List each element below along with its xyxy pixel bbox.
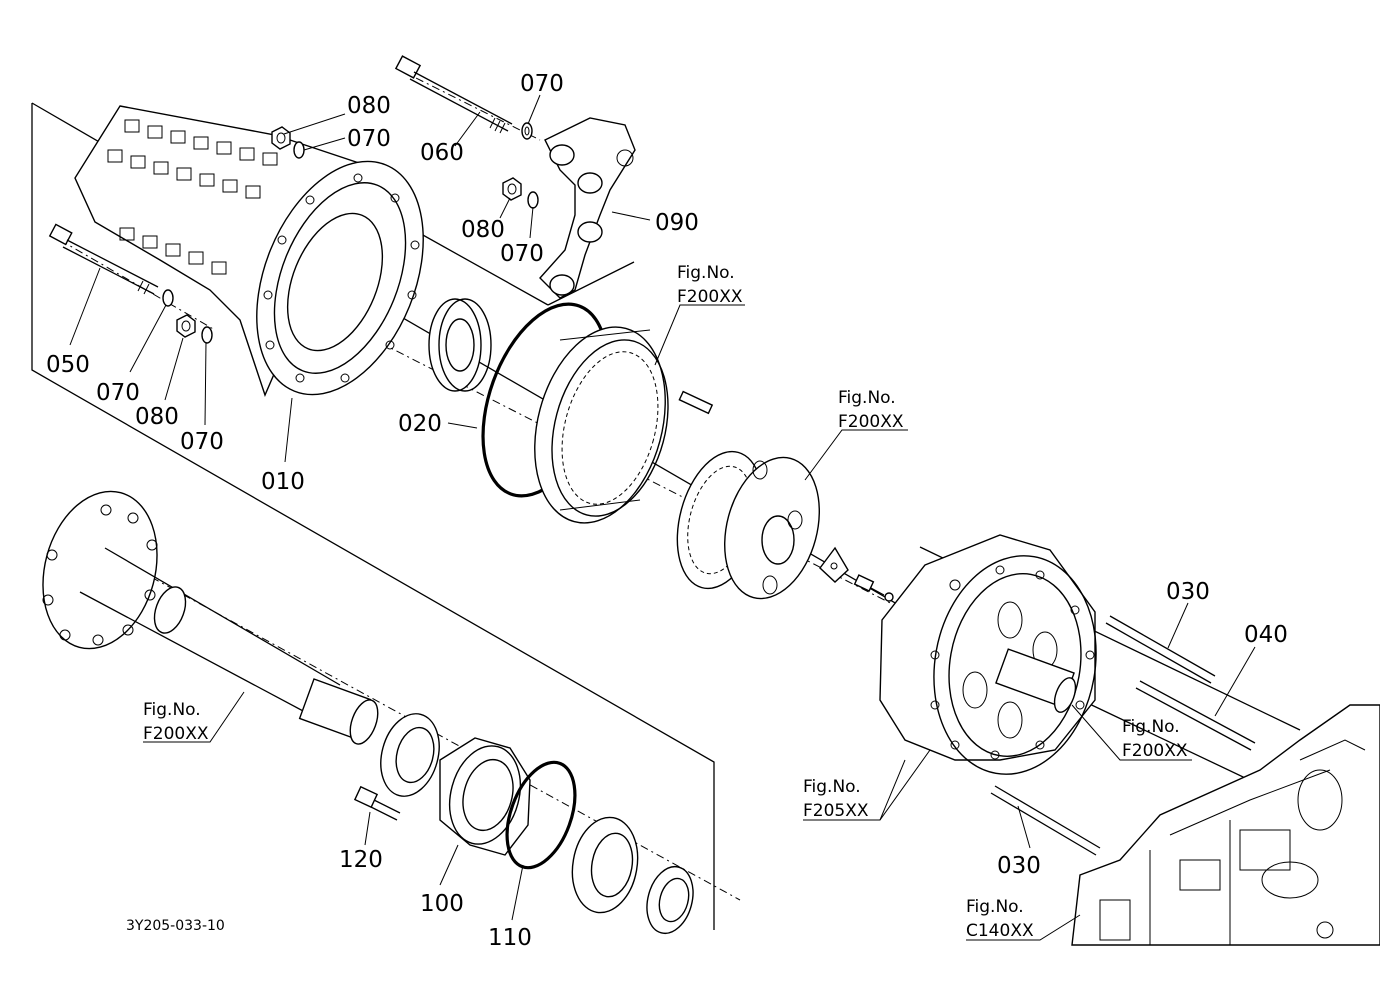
callout-080-bracket: 080 <box>461 217 505 243</box>
fig-ref-6-line2: C140XX <box>966 921 1034 941</box>
washer-070-upper <box>293 141 305 159</box>
stud-030-upper <box>1105 615 1216 684</box>
nut-080-mid <box>502 177 522 201</box>
planetary-carrier <box>676 450 820 600</box>
callout-050: 050 <box>46 352 90 378</box>
fig-ref-4-line1: Fig.No. <box>1122 717 1180 737</box>
fig-ref-4-line2: F200XX <box>1122 741 1188 761</box>
bolt-120 <box>353 785 401 821</box>
stud-030-lower <box>990 785 1101 856</box>
callout-110: 110 <box>488 925 532 951</box>
axle-shaft <box>42 490 379 745</box>
transmission-case <box>1071 704 1380 946</box>
callout-120: 120 <box>339 847 383 873</box>
washer-070-left <box>162 289 174 307</box>
pin <box>678 390 714 415</box>
rear-axle-case-010 <box>74 105 424 397</box>
bolt-050 <box>48 223 159 295</box>
callout-040: 040 <box>1244 622 1288 648</box>
callout-labels: 010 020 030 030 040 050 060 070 070 070 … <box>46 71 1288 951</box>
callout-010: 010 <box>261 469 305 495</box>
small-bolt <box>853 574 894 602</box>
callout-020: 020 <box>398 411 442 437</box>
lock-plate <box>819 546 849 583</box>
figure-references: Fig.No. F200XX Fig.No. F200XX Fig.No. F2… <box>143 263 1188 941</box>
collar <box>646 865 694 935</box>
callout-070-top: 070 <box>520 71 564 97</box>
fig-ref-3-line1: Fig.No. <box>143 700 201 720</box>
callout-030-lower: 030 <box>997 853 1041 879</box>
nut-080-upper <box>271 126 291 150</box>
stud-040 <box>1135 680 1256 751</box>
bolt-060 <box>394 55 513 134</box>
callout-060: 060 <box>420 140 464 166</box>
fig-ref-5-line2: F205XX <box>803 801 869 821</box>
splined-end <box>298 678 379 745</box>
fig-ref-5-line1: Fig.No. <box>803 777 861 797</box>
diagram-code: 3Y205-033-10 <box>126 918 225 934</box>
bearing-lower <box>571 816 639 914</box>
oil-seal <box>380 713 440 797</box>
washer-070-top <box>521 122 533 140</box>
fig-ref-1-line1: Fig.No. <box>677 263 735 283</box>
callout-070-bracket: 070 <box>500 241 544 267</box>
callout-030-upper: 030 <box>1166 579 1210 605</box>
callout-070-case: 070 <box>347 126 391 152</box>
washer-070-lower <box>201 326 213 344</box>
callout-080-lower: 080 <box>135 404 179 430</box>
fig-ref-3-line2: F200XX <box>143 724 209 744</box>
nut-080-lower <box>176 314 196 338</box>
final-drive-housing <box>879 534 1097 775</box>
leader-lines <box>69 94 1256 941</box>
callout-090: 090 <box>655 210 699 236</box>
fig-ref-6-line1: Fig.No. <box>966 897 1024 917</box>
callout-080-case: 080 <box>347 93 391 119</box>
fig-ref-2-line1: Fig.No. <box>838 388 896 408</box>
ring-gear <box>534 326 669 524</box>
fig-ref-2-line2: F200XX <box>838 412 904 432</box>
washer-070-mid <box>527 191 539 209</box>
bracket-090 <box>539 117 636 299</box>
callout-070-lower: 070 <box>180 429 224 455</box>
callout-070-left: 070 <box>96 380 140 406</box>
callout-100: 100 <box>420 891 464 917</box>
fig-ref-1-line2: F200XX <box>677 287 743 307</box>
bearing-upper <box>428 298 492 392</box>
output-shaft-stub <box>995 648 1077 713</box>
